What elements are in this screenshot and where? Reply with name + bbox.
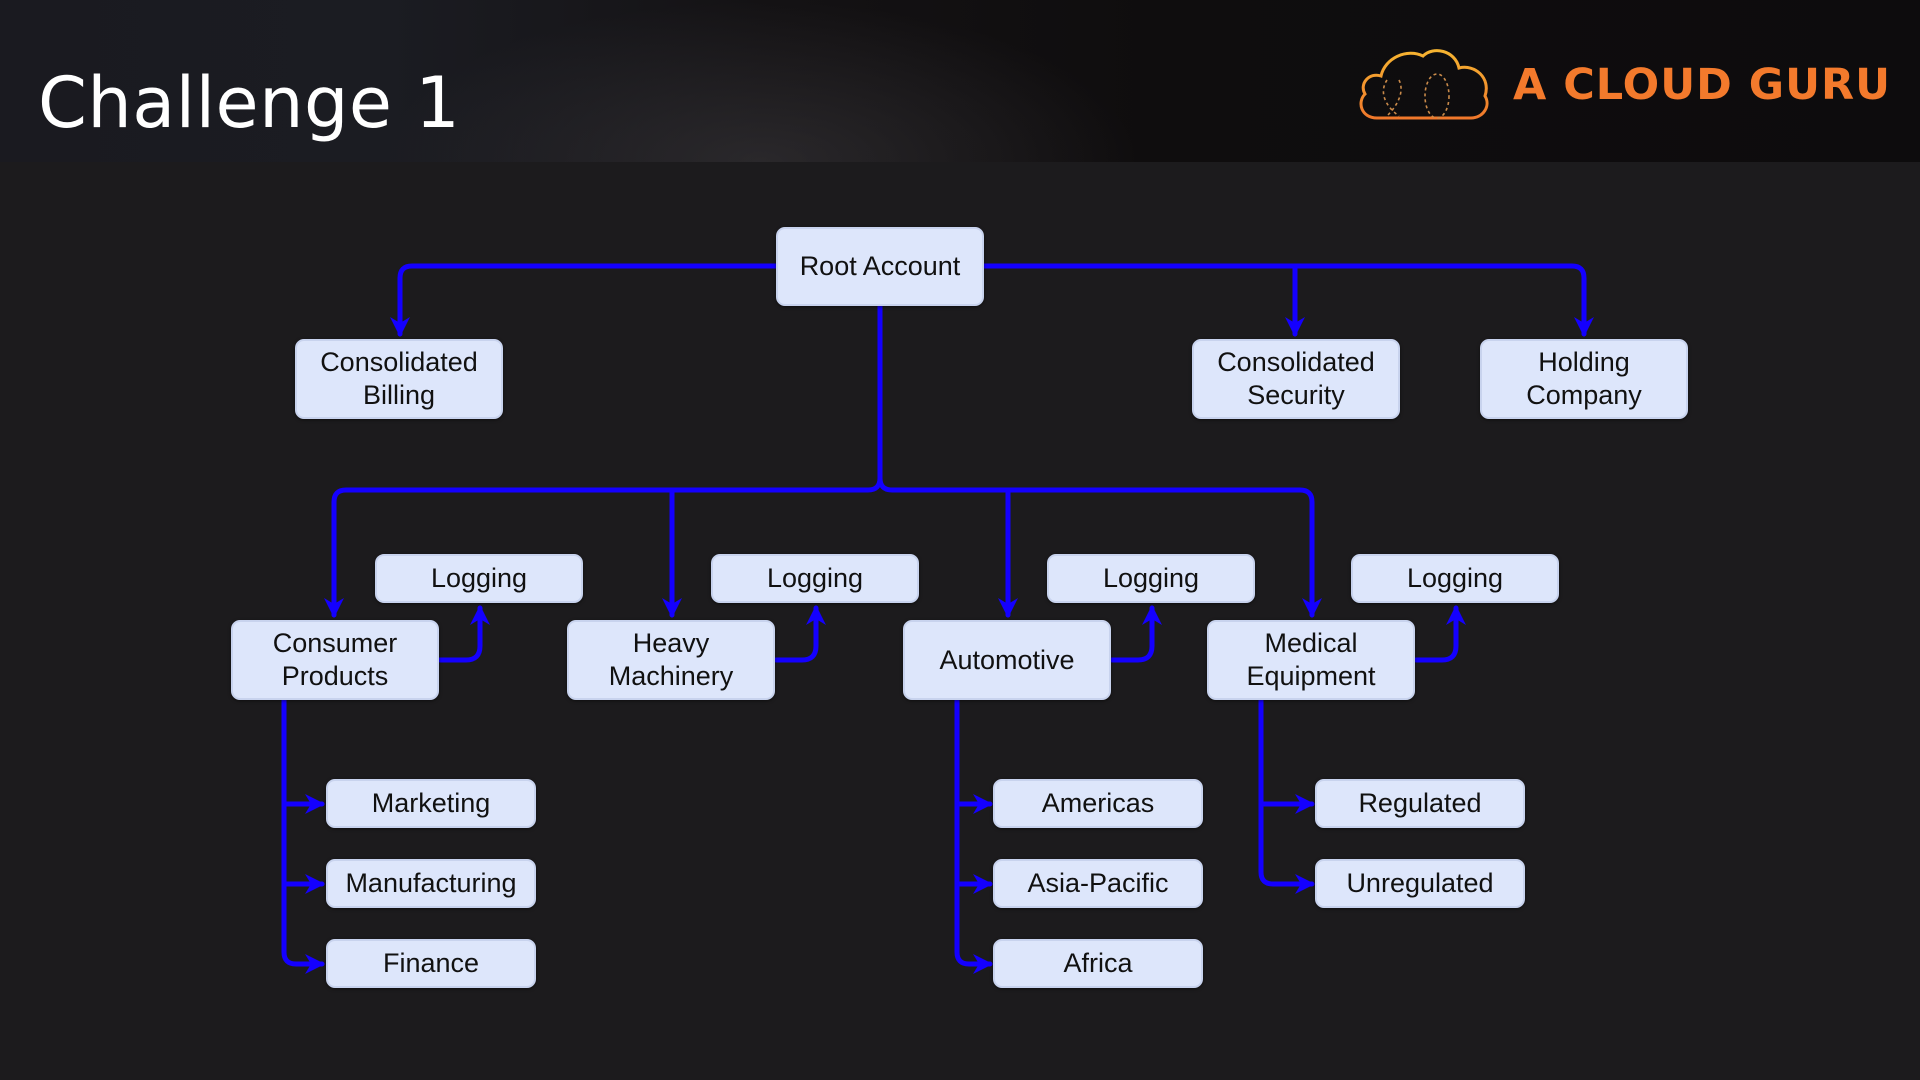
- edge-consumer-subtree: [281, 697, 325, 974]
- edge-root-automotive: [877, 475, 1322, 618]
- slide-header: Challenge 1 A CLOUD GURU: [0, 0, 1920, 162]
- brand-name: A CLOUD GURU: [1513, 60, 1892, 110]
- edge-consumer-logging: [437, 605, 490, 663]
- node-root-account[interactable]: Root Account: [776, 227, 984, 306]
- edge-heavy-logging: [773, 605, 826, 663]
- edge-root-heavy-machinery: [662, 487, 683, 618]
- node-unregulated[interactable]: Unregulated: [1315, 859, 1525, 908]
- edge-automotive-subtree: [954, 697, 993, 974]
- node-logging-automotive[interactable]: Logging: [1047, 554, 1255, 603]
- node-marketing[interactable]: Marketing: [326, 779, 536, 828]
- node-logging-heavy[interactable]: Logging: [711, 554, 919, 603]
- node-automotive[interactable]: Automotive: [903, 620, 1111, 700]
- node-manufacturing[interactable]: Manufacturing: [326, 859, 536, 908]
- node-consumer-products[interactable]: Consumer Products: [231, 620, 439, 700]
- edge-medical-logging: [1413, 605, 1466, 663]
- node-consolidated-security[interactable]: Consolidated Security: [1192, 339, 1400, 419]
- slide-title: Challenge 1: [38, 62, 461, 144]
- node-africa[interactable]: Africa: [993, 939, 1203, 988]
- node-logging-consumer[interactable]: Logging: [375, 554, 583, 603]
- presenter-video-background: [380, 0, 1140, 162]
- node-medical-equipment[interactable]: Medical Equipment: [1207, 620, 1415, 700]
- node-regulated[interactable]: Regulated: [1315, 779, 1525, 828]
- edge-medical-subtree: [1258, 697, 1315, 894]
- node-logging-medical[interactable]: Logging: [1351, 554, 1559, 603]
- edge-root-consolidated-security: [981, 263, 1305, 337]
- edge-automotive-logging: [1109, 605, 1162, 663]
- node-americas[interactable]: Americas: [993, 779, 1203, 828]
- node-asia-pacific[interactable]: Asia-Pacific: [993, 859, 1203, 908]
- edge-root-holding-company: [1287, 263, 1594, 337]
- brand-logo: A CLOUD GURU: [1355, 40, 1891, 130]
- node-heavy-machinery[interactable]: Heavy Machinery: [567, 620, 775, 700]
- node-finance[interactable]: Finance: [326, 939, 536, 988]
- node-consolidated-billing[interactable]: Consolidated Billing: [295, 339, 503, 419]
- node-holding-company[interactable]: Holding Company: [1480, 339, 1688, 419]
- edge-root-consolidated-billing: [390, 263, 779, 337]
- cloud-logo-icon: [1359, 49, 1489, 120]
